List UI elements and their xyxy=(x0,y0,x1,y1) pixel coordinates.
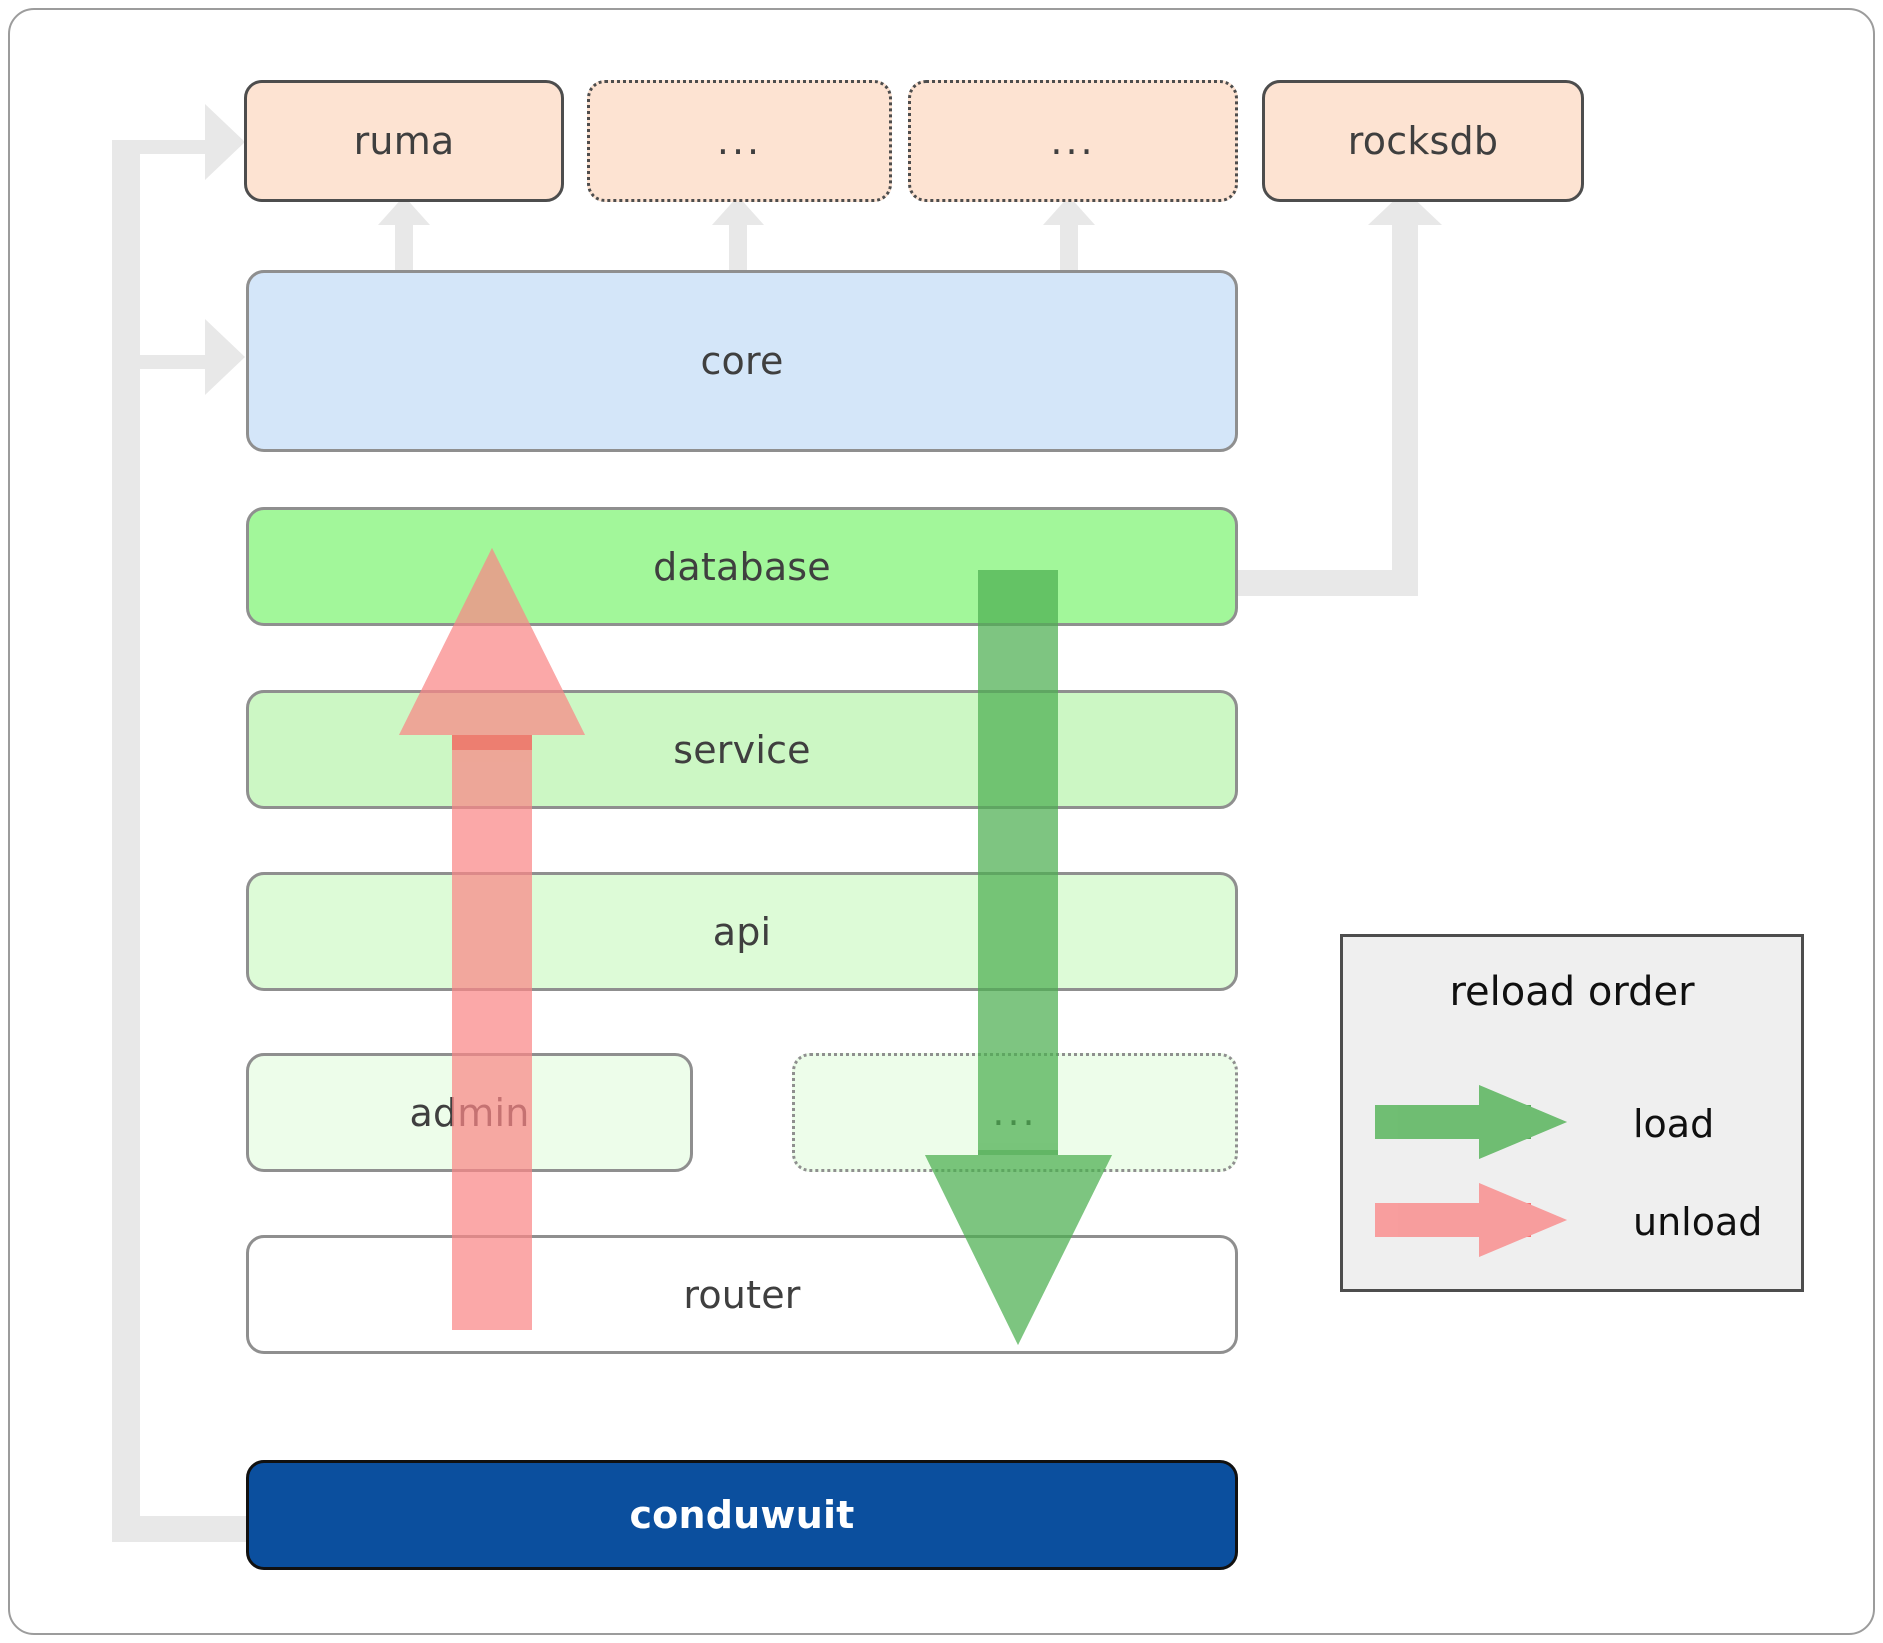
node-database-label: database xyxy=(653,544,831,589)
node-dependency-placeholder-1-label: ... xyxy=(716,118,763,163)
node-router[interactable]: router xyxy=(246,1235,1238,1354)
legend-unload-label: unload xyxy=(1633,1200,1763,1244)
load-arrow-icon xyxy=(1371,1077,1611,1171)
node-service-label: service xyxy=(673,727,811,772)
node-dependency-placeholder-2-label: ... xyxy=(1050,118,1096,163)
legend-load-label: load xyxy=(1633,1102,1715,1146)
node-rocksdb-label: rocksdb xyxy=(1347,119,1499,163)
node-dependency-placeholder-2[interactable]: ... xyxy=(908,80,1238,202)
unload-arrow-icon xyxy=(1371,1175,1611,1269)
legend-panel: reload order load xyxy=(1340,934,1804,1292)
node-ruma-label: ruma xyxy=(353,119,455,163)
node-admin-label: admin xyxy=(409,1090,530,1135)
diagram-frame xyxy=(8,8,1875,1635)
node-api-label: api xyxy=(712,909,772,954)
node-layer-placeholder-label: ... xyxy=(992,1090,1038,1134)
node-conduwuit-label: conduwuit xyxy=(629,1493,855,1537)
node-core[interactable]: core xyxy=(246,270,1238,452)
legend-item-load: load xyxy=(1371,1077,1714,1171)
node-layer-placeholder[interactable]: ... xyxy=(792,1053,1238,1172)
node-service[interactable]: service xyxy=(246,690,1238,809)
node-database[interactable]: database xyxy=(246,507,1238,626)
legend-item-unload: unload xyxy=(1371,1175,1762,1269)
node-router-label: router xyxy=(683,1272,801,1317)
node-dependency-placeholder-1[interactable]: ... xyxy=(587,80,892,202)
node-core-label: core xyxy=(700,339,784,383)
node-api[interactable]: api xyxy=(246,872,1238,991)
node-rocksdb[interactable]: rocksdb xyxy=(1262,80,1584,202)
node-admin[interactable]: admin xyxy=(246,1053,693,1172)
node-conduwuit[interactable]: conduwuit xyxy=(246,1460,1238,1570)
legend-title: reload order xyxy=(1449,969,1695,1015)
node-ruma[interactable]: ruma xyxy=(244,80,564,202)
